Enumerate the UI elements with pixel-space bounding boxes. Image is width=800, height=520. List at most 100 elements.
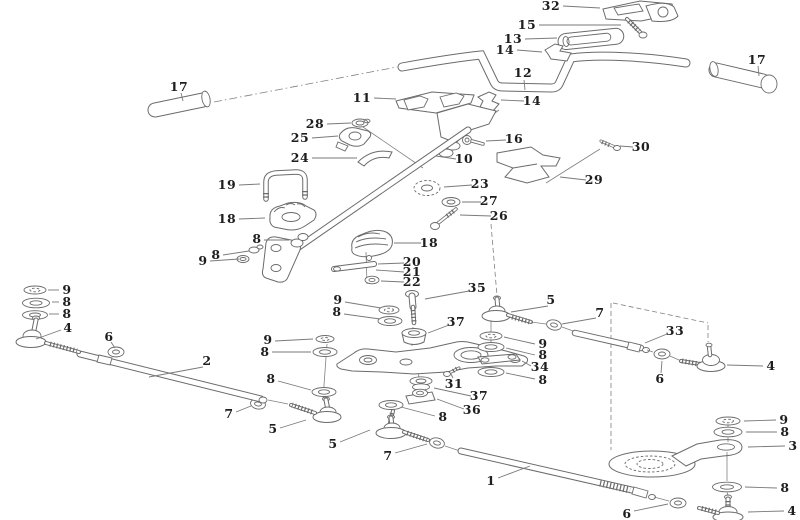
leader-line-8 [505, 372, 536, 380]
part-label-19: 19 [218, 177, 236, 192]
switch-housing [602, 0, 679, 22]
part-label-9: 9 [263, 332, 272, 347]
part-label-32: 32 [542, 0, 560, 13]
leader-line-8 [277, 380, 312, 391]
leader-line-8 [400, 406, 436, 417]
part-label-6: 6 [655, 371, 664, 386]
part-label-8: 8 [62, 306, 71, 321]
flanged-nut-36 [405, 388, 436, 405]
part-label-7: 7 [383, 448, 392, 463]
part-label-22: 22 [403, 274, 421, 289]
leader-line-7 [394, 443, 428, 454]
leader-line-19 [238, 183, 261, 186]
part-label-7: 7 [595, 305, 604, 320]
bolt-26 [430, 207, 458, 230]
column-foot-plate [261, 233, 309, 283]
right-grip [708, 61, 778, 94]
leader-line-35 [424, 290, 470, 300]
part-label-23: 23 [471, 176, 489, 191]
part-label-17: 17 [170, 79, 188, 94]
clamp-14-lower [477, 91, 500, 112]
leader-line-33 [644, 333, 668, 344]
drag-link-1 [457, 447, 656, 500]
bracket-29 [496, 146, 561, 184]
nut-7-right [546, 319, 562, 331]
bushing-37-lower [409, 376, 433, 391]
column-shaft [289, 126, 472, 255]
nut-6-bottom [669, 497, 687, 509]
leader-line-30 [619, 145, 634, 148]
leader-line-2 [148, 366, 204, 378]
washer-8-center [378, 400, 404, 410]
leader-line-5 [510, 305, 549, 313]
nut-28 [351, 118, 371, 128]
leader-line-10 [435, 155, 457, 160]
leader-line-14 [500, 99, 525, 102]
part-label-25: 25 [291, 130, 309, 145]
part-label-9: 9 [333, 292, 342, 307]
leader-line-13 [524, 37, 558, 40]
screw-15 [625, 17, 648, 39]
part-label-33: 33 [666, 323, 684, 338]
part-label-5: 5 [268, 421, 277, 436]
leader-line-4 [726, 364, 764, 367]
leader-line-7 [561, 317, 597, 325]
leader-line-25 [311, 135, 339, 139]
leader-line-3 [747, 445, 786, 448]
part-label-4: 4 [63, 320, 72, 335]
leader-line-8 [222, 250, 250, 256]
part-label-11: 11 [353, 90, 371, 105]
left-arm-stack [311, 335, 338, 397]
leader-line-32 [562, 5, 601, 9]
leader-line-6 [633, 503, 669, 512]
bolt-31 [443, 366, 461, 377]
part-label-9: 9 [62, 282, 71, 297]
sector-arm-3 [608, 425, 743, 481]
part-label-16: 16 [505, 131, 523, 146]
leader-line-9 [503, 336, 536, 345]
part-label-8: 8 [260, 344, 269, 359]
part-label-6: 6 [104, 329, 113, 344]
handlebar-assembly [147, 0, 778, 118]
leader-line-37 [433, 387, 472, 397]
part-label-30: 30 [632, 139, 650, 154]
part-label-18: 18 [420, 235, 438, 250]
leader-line-29 [559, 176, 587, 181]
leader-line-28 [326, 122, 352, 125]
part-label-5: 5 [546, 292, 555, 307]
bushing-37-upper [401, 328, 427, 345]
clamp-18-right [351, 229, 393, 258]
leader-line-11 [373, 97, 397, 100]
leader-line-1 [497, 465, 531, 479]
leader-line-9 [743, 419, 777, 422]
part-label-34: 34 [531, 359, 549, 374]
center-linkage [15, 285, 726, 452]
part-label-36: 36 [463, 402, 481, 417]
washers-above-plate-center [377, 305, 403, 326]
gear-cam-23 [413, 180, 441, 196]
nut-7-bottom-center [429, 437, 445, 449]
part-label-35: 35 [468, 280, 486, 295]
leader-line-17 [180, 92, 184, 102]
left-grip [147, 90, 211, 118]
leader-line-18 [238, 217, 266, 220]
leader-line-31 [450, 373, 454, 379]
part-label-21: 21 [403, 264, 421, 279]
part-label-5: 5 [328, 436, 337, 451]
part-label-12: 12 [514, 65, 532, 80]
handlebar-tube [397, 50, 691, 93]
leader-line-8 [505, 347, 536, 356]
part-label-8: 8 [438, 409, 447, 424]
part-label-14: 14 [496, 42, 514, 57]
part-label-4: 4 [766, 358, 775, 373]
part-label-6: 6 [622, 506, 631, 520]
part-label-8: 8 [780, 424, 789, 439]
part-label-31: 31 [445, 376, 463, 391]
leader-line-9 [209, 258, 240, 262]
bottom-linkage [457, 416, 744, 520]
part-label-9: 9 [779, 412, 788, 427]
leader-line-12 [523, 79, 526, 91]
mounting-plate-11 [395, 91, 475, 114]
